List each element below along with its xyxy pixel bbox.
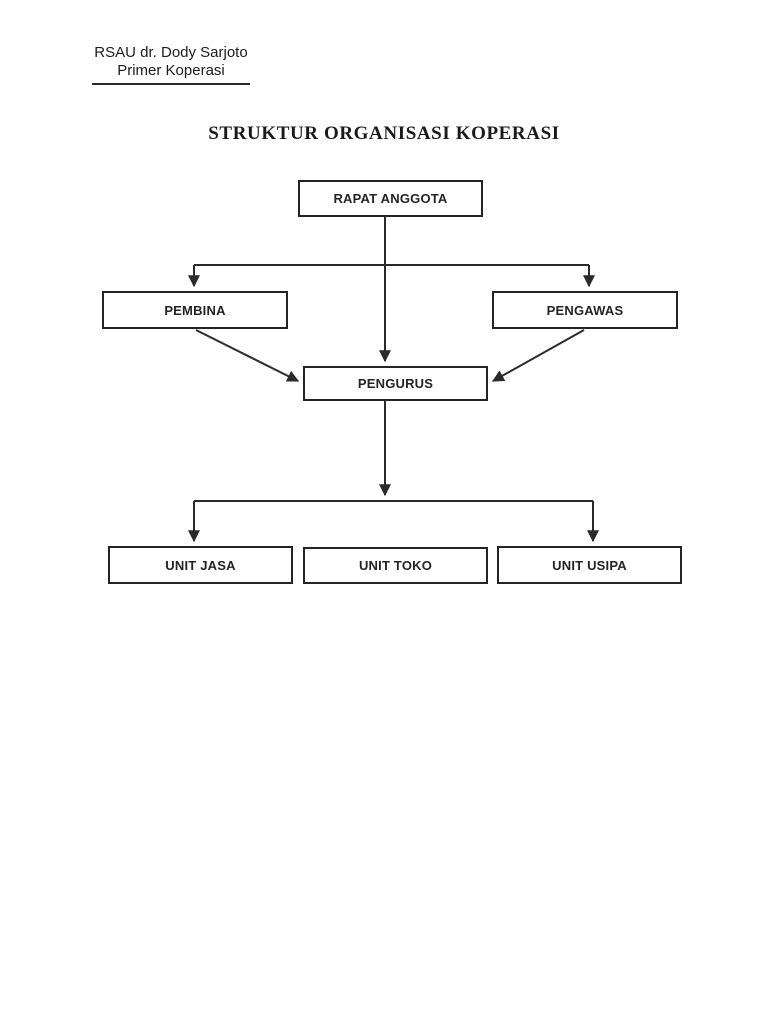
letterhead: RSAU dr. Dody Sarjoto Primer Koperasi xyxy=(92,44,250,85)
node-pengawas: PENGAWAS xyxy=(492,291,678,329)
letterhead-line2: Primer Koperasi xyxy=(117,62,225,79)
node-unit-jasa: UNIT JASA xyxy=(108,546,293,584)
edge-pengawas-to-pengurus xyxy=(491,329,585,382)
node-unit-usipa: UNIT USIPA xyxy=(497,546,682,584)
node-unit-toko-label: UNIT TOKO xyxy=(358,558,433,573)
node-rapat-anggota: RAPAT ANGGOTA xyxy=(298,180,483,217)
node-unit-jasa-label: UNIT JASA xyxy=(165,557,236,573)
node-pengurus-label: PENGURUS xyxy=(357,376,434,391)
node-pengawas-label: PENGAWAS xyxy=(546,302,624,318)
node-pembina: PEMBINA xyxy=(102,291,288,329)
node-unit-toko: UNIT TOKO xyxy=(303,547,488,584)
diagram-title: STRUKTUR ORGANISASI KOPERASI xyxy=(208,123,560,144)
edge-pembina-to-pengurus xyxy=(195,329,300,382)
node-pengurus: PENGURUS xyxy=(303,366,488,401)
node-unit-usipa-label: UNIT USIPA xyxy=(552,557,627,573)
node-rapat-anggota-label: RAPAT ANGGOTA xyxy=(333,191,448,206)
letterhead-line1: RSAU dr. Dody Sarjoto xyxy=(94,44,248,61)
node-pembina-label: PEMBINA xyxy=(164,302,226,318)
